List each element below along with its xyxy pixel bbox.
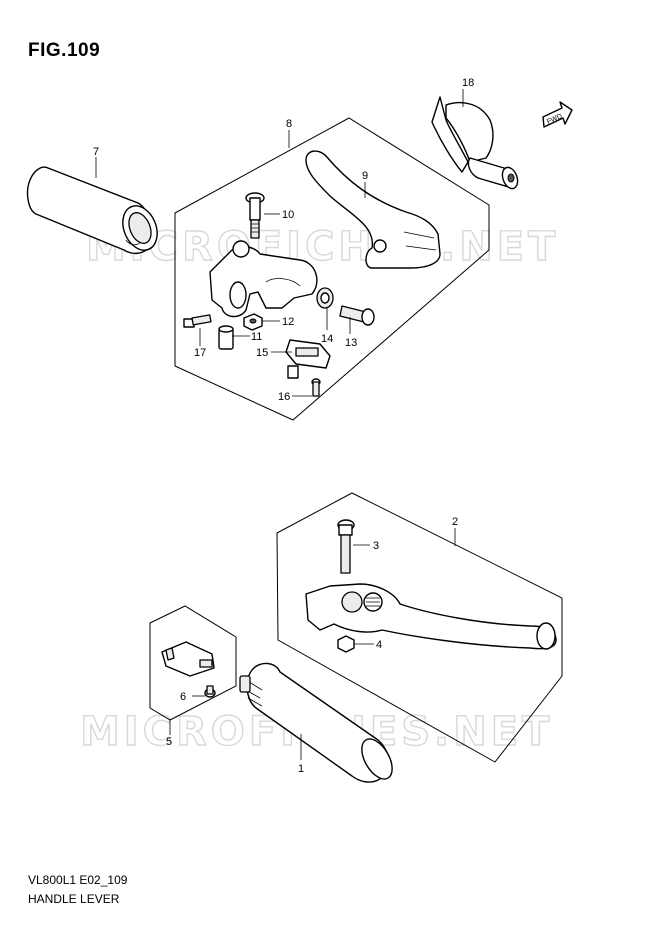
callout-2: 2 [452, 516, 458, 528]
group-8-outline [174, 117, 490, 421]
part-6-screw[interactable] [204, 685, 216, 698]
callout-1: 1 [298, 763, 304, 775]
lever-bracket[interactable] [209, 240, 318, 318]
callout-7: 7 [93, 146, 99, 158]
group-2-outline [276, 492, 563, 763]
callout-4: 4 [376, 639, 382, 651]
part-17-bolt[interactable] [183, 314, 212, 328]
figure-code: VL800L1 E02_109 [28, 873, 128, 887]
part-5-switch[interactable] [161, 641, 215, 677]
part-7-grip[interactable] [26, 166, 164, 255]
part-3-pivot-bolt[interactable] [337, 519, 355, 574]
part-14-adjuster[interactable] [316, 287, 334, 309]
part-16-screw[interactable] [311, 378, 321, 397]
callout-6: 6 [180, 691, 186, 703]
part-1-throttle-grip[interactable] [239, 662, 398, 784]
group-5-outline [149, 605, 237, 721]
part-9-clutch-lever[interactable] [305, 150, 441, 269]
fwd-arrow-icon: FWD [542, 101, 573, 128]
part-4-nut[interactable] [337, 635, 355, 653]
callout-18: 18 [462, 77, 474, 89]
part-12-nut[interactable] [243, 313, 263, 331]
callout-8: 8 [286, 118, 292, 130]
callout-5: 5 [166, 736, 172, 748]
part-10-bolt[interactable] [245, 192, 265, 239]
part-2-brake-lever[interactable] [305, 583, 557, 650]
callout-12: 12 [282, 316, 294, 328]
part-13-screw[interactable] [339, 305, 375, 326]
part-11-collar[interactable] [218, 325, 234, 350]
callout-15: 15 [256, 347, 268, 359]
callout-9: 9 [362, 170, 368, 182]
callout-16: 16 [278, 391, 290, 403]
callout-10: 10 [282, 209, 294, 221]
figure-name: HANDLE LEVER [28, 892, 120, 906]
figure-title: FIG.109 [28, 40, 101, 61]
watermark-top: MICROFICHES.NET [86, 224, 559, 270]
callout-11: 11 [251, 331, 262, 343]
part-15-switch[interactable] [285, 339, 331, 379]
callout-13: 13 [345, 337, 357, 349]
callout-14: 14 [321, 333, 333, 345]
part-18-cover[interactable] [431, 96, 520, 191]
callout-17: 17 [194, 347, 206, 359]
callout-3: 3 [373, 540, 379, 552]
